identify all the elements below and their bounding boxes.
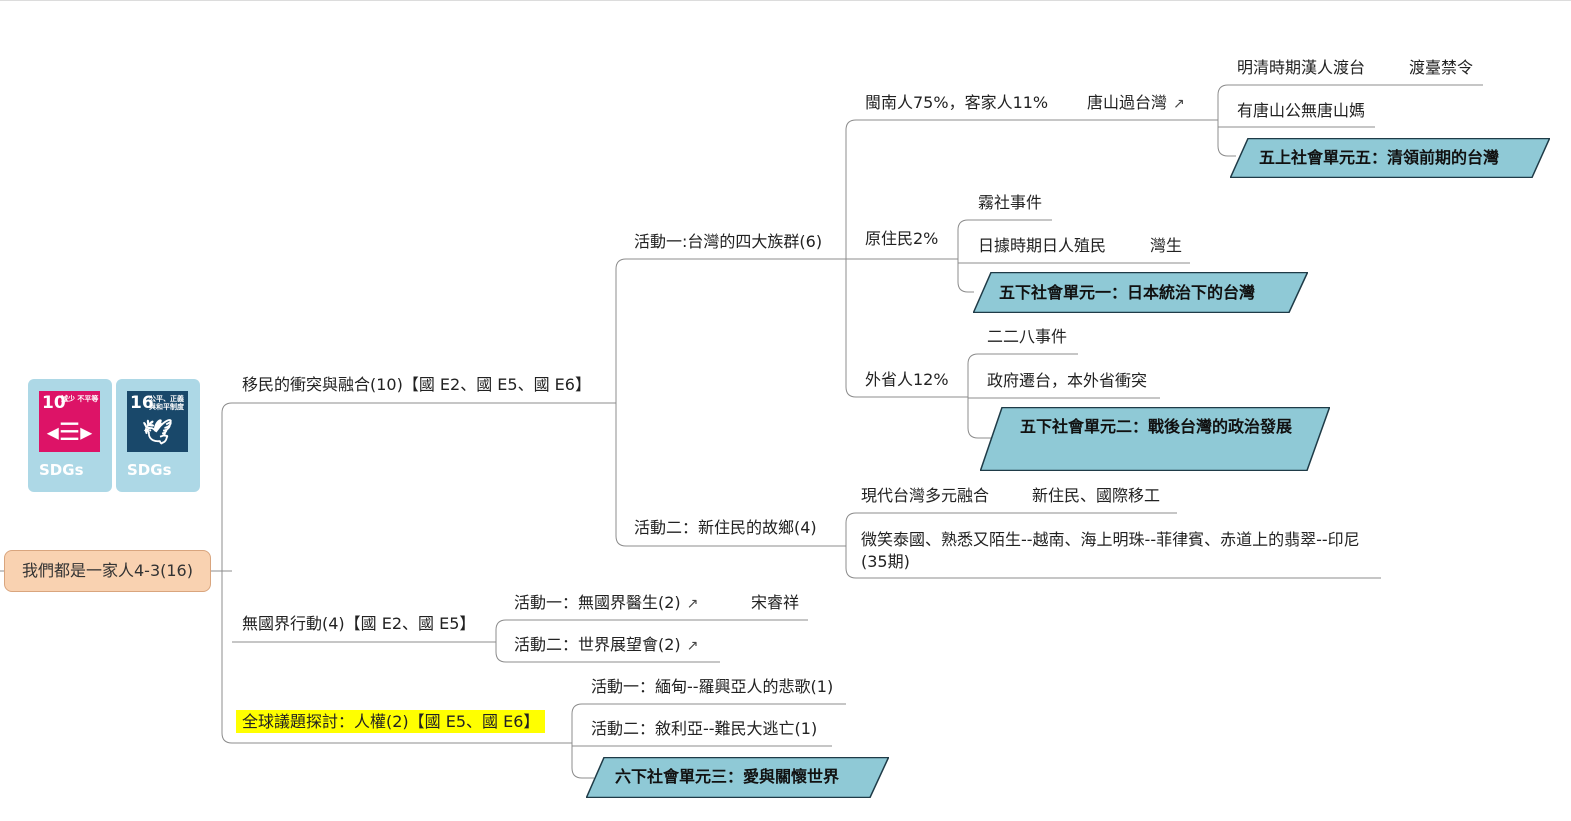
root-topic[interactable]: 我們都是一家人4-3(16)	[4, 550, 211, 592]
topic-global-issues-label: 全球議題探討：人權(2)【國 E5、國 E6】	[236, 710, 546, 733]
reduced-inequality-icon: ◂☰▸	[46, 418, 93, 446]
unit-qing-taiwan-shape	[1230, 138, 1550, 178]
unit-japanese-rule-shape	[973, 272, 1308, 313]
sdg10-tile: 10 減少 不平等 ◂☰▸	[39, 391, 100, 452]
topic-modern-diversity[interactable]: 現代台灣多元融合	[861, 486, 990, 505]
topic-msf-label: 活動一：無國界醫生(2)	[514, 593, 681, 612]
external-link-icon[interactable]: ↗	[686, 596, 699, 612]
sdg-badge-10[interactable]: 10 減少 不平等 ◂☰▸ SDGs	[28, 379, 112, 492]
sdg16-number: 16	[130, 393, 154, 413]
topic-wushe-incident[interactable]: 霧社事件	[978, 193, 1043, 212]
sdg-badge-16[interactable]: 16 公平、正義 與和平制度 🕊 SDGs	[116, 379, 200, 492]
sdg10-title: 減少 不平等	[61, 395, 99, 403]
topic-aboriginal[interactable]: 原住民2%	[865, 229, 939, 248]
unit-qing-taiwan-label: 五上社會單元五：清領前期的台灣	[1259, 148, 1500, 167]
topic-borderless[interactable]: 無國界行動(4)【國 E2、國 E5】	[242, 614, 476, 633]
unit-qing-taiwan[interactable]: 五上社會單元五：清領前期的台灣	[1230, 138, 1550, 178]
topic-qing-migration[interactable]: 明清時期漢人渡台	[1237, 58, 1366, 77]
topic-migration[interactable]: 移民的衝突與融合(10)【國 E2、國 E5、國 E6】	[242, 375, 591, 394]
unit-postwar-politics[interactable]: 五下社會單元二：戰後台灣的政治發展	[980, 407, 1330, 471]
topic-four-ethnic-groups[interactable]: 活動一:台灣的四大族群(6)	[634, 232, 823, 251]
peace-dove-icon: 🕊	[142, 418, 173, 446]
topic-minnan-hakka[interactable]: 閩南人75%，客家人11%	[865, 93, 1049, 112]
external-link-icon[interactable]: ↗	[686, 638, 699, 654]
sdg16-tile: 16 公平、正義 與和平制度 🕊	[127, 391, 188, 452]
unit-japanese-rule[interactable]: 五下社會單元一：日本統治下的台灣	[973, 272, 1308, 313]
unit-postwar-politics-label: 五下社會單元二：戰後台灣的政治發展	[1020, 417, 1293, 436]
sdg16-title: 公平、正義 與和平制度	[149, 395, 184, 411]
topic-tangshan[interactable]: 唐山過台灣 ↗	[1087, 93, 1185, 114]
topic-new-residents-homeland[interactable]: 活動二：新住民的故鄉(4)	[634, 518, 817, 537]
topic-proverb[interactable]: 有唐山公無唐山媽	[1237, 101, 1366, 120]
topic-doctor-name[interactable]: 宋睿祥	[751, 593, 800, 612]
unit-care-for-world-shape	[586, 757, 889, 798]
topic-global-issues[interactable]: 全球議題探討：人權(2)【國 E5、國 E6】	[236, 710, 546, 733]
sdg10-caption: SDGs	[39, 461, 84, 479]
external-link-icon[interactable]: ↗	[1173, 96, 1185, 112]
topic-syria-refugees[interactable]: 活動二：敘利亞--難民大逃亡(1)	[591, 719, 818, 738]
topic-228-incident[interactable]: 二二八事件	[987, 327, 1068, 346]
unit-care-for-world[interactable]: 六下社會單元三：愛與關懷世界	[586, 757, 889, 798]
topic-rohingya[interactable]: 活動一：緬甸--羅興亞人的悲歌(1)	[591, 677, 834, 696]
topic-msf[interactable]: 活動一：無國界醫生(2) ↗	[514, 593, 698, 614]
topic-world-vision-label: 活動二：世界展望會(2)	[514, 635, 681, 654]
sdg10-number: 10	[42, 393, 66, 413]
topic-relocation-conflict[interactable]: 政府遷台，本外省衝突	[987, 371, 1148, 390]
topic-magazine-issue[interactable]: 微笑泰國、熟悉又陌生--越南、海上明珠--菲律賓、赤道上的翡翠--印尼(35期)	[861, 530, 1360, 571]
top-border	[0, 0, 1571, 1]
topic-japanese-colonial[interactable]: 日據時期日人殖民	[978, 236, 1107, 255]
topic-mainlander[interactable]: 外省人12%	[865, 370, 949, 389]
unit-japanese-rule-label: 五下社會單元一：日本統治下的台灣	[999, 283, 1256, 302]
topic-world-vision[interactable]: 活動二：世界展望會(2) ↗	[514, 635, 698, 656]
unit-care-for-world-label: 六下社會單元三：愛與關懷世界	[615, 767, 840, 786]
topic-tangshan-label: 唐山過台灣	[1087, 93, 1168, 112]
topic-wansei[interactable]: 灣生	[1150, 236, 1183, 255]
topic-new-residents-workers[interactable]: 新住民、國際移工	[1032, 486, 1161, 505]
topic-crossing-ban[interactable]: 渡臺禁令	[1409, 58, 1474, 77]
unit-postwar-politics-shape	[980, 407, 1330, 471]
sdg16-caption: SDGs	[127, 461, 172, 479]
